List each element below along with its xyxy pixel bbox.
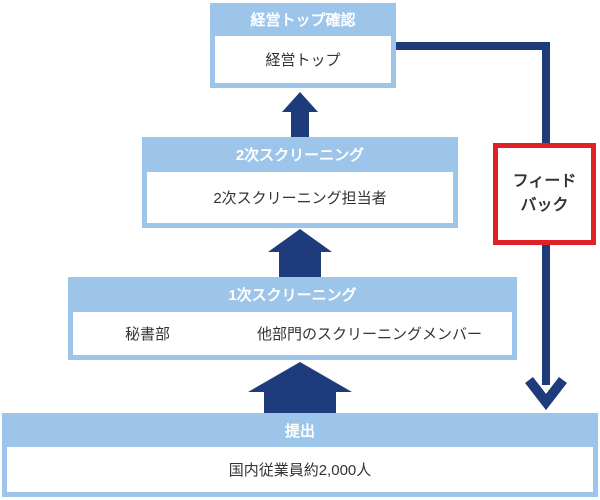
up-arrow-submission-to-primary-icon xyxy=(248,362,352,414)
node-secondary-header: 2次スクリーニング xyxy=(235,147,365,164)
node-primary-body: 秘書部 他部門のスクリーニングメンバー xyxy=(73,312,512,355)
node-executive-header: 経営トップ確認 xyxy=(250,12,356,29)
node-submission-body: 国内従業員約2,000人 xyxy=(7,447,593,492)
feedback-label-line1: フィード xyxy=(512,173,577,190)
feedback-label-line2: バック xyxy=(520,197,569,214)
node-primary-cell-members: 他部門のスクリーニングメンバー xyxy=(227,312,512,355)
feedback-line-horizontal xyxy=(394,42,550,50)
node-submission-header: 提出 xyxy=(284,422,315,440)
node-primary-cell-secretariat: 秘書部 xyxy=(73,312,222,355)
node-submission: 提出 国内従業員約2,000人 xyxy=(2,413,598,497)
feedback-down-arrowhead-icon xyxy=(525,376,567,411)
node-executive-label: 経営トップ xyxy=(215,36,391,83)
up-arrow-secondary-to-executive-icon xyxy=(282,92,318,138)
node-secondary-label: 2次スクリーニング担当者 xyxy=(147,172,453,223)
node-executive-body: 経営トップ xyxy=(215,36,391,83)
node-executive-approval: 経営トップ確認 経営トップ xyxy=(210,3,396,88)
node-submission-label: 国内従業員約2,000人 xyxy=(7,447,593,492)
node-secondary-body: 2次スクリーニング担当者 xyxy=(147,172,453,223)
node-primary-screening: 1次スクリーニング 秘書部 他部門のスクリーニングメンバー xyxy=(68,277,517,360)
node-primary-header: 1次スクリーニング xyxy=(228,287,357,304)
feedback-label-box: フィード バック xyxy=(493,143,596,245)
node-secondary-screening: 2次スクリーニング 2次スクリーニング担当者 xyxy=(142,137,458,228)
up-arrow-primary-to-secondary-icon xyxy=(268,229,332,278)
